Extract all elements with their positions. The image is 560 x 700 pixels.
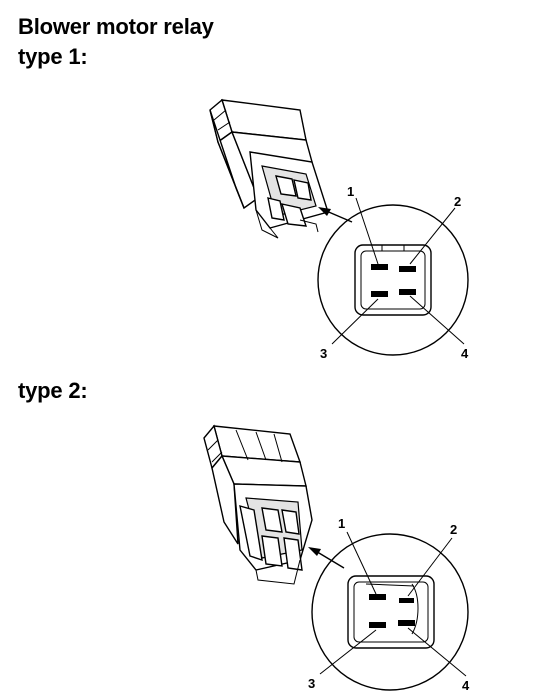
diagram-title: Blower motor relay [18, 14, 214, 39]
type-2-relay-body [203, 424, 313, 585]
type-1-terminal-1 [371, 264, 388, 270]
type-2-pin-label-4: 4 [462, 678, 470, 693]
type-2-label: type 2: [18, 378, 88, 403]
type-2-leader-lines [319, 531, 467, 677]
type-1-pin-label-4: 4 [461, 346, 469, 361]
type-2-pin-label-1: 1 [338, 516, 345, 531]
type-1-terminal-3 [371, 291, 388, 297]
type-2-arrow [308, 547, 345, 569]
type-1-label: type 1: [18, 44, 88, 69]
type-1-terminal-4 [399, 289, 416, 295]
type-2-terminal-3 [369, 622, 386, 628]
type-1-leader-lines [331, 197, 465, 345]
type-1-relay-figure: 1 2 3 4 [209, 98, 469, 361]
type-2-relay-figure: 1 2 3 4 [203, 424, 470, 693]
type-2-pin-label-3: 3 [308, 676, 315, 691]
type-2-pin-label-2: 2 [450, 522, 457, 537]
type-1-pin-label-1: 1 [347, 184, 354, 199]
type-1-pin-label-3: 3 [320, 346, 327, 361]
type-1-detail-circle [317, 204, 469, 356]
type-2-terminal-4 [398, 620, 415, 626]
type-1-terminal-2 [399, 266, 416, 272]
type-2-detail-circle [311, 533, 469, 691]
type-1-pin-label-2: 2 [454, 194, 461, 209]
type-2-terminal-2 [399, 598, 414, 603]
type-1-arrow [318, 207, 353, 223]
type-2-terminal-1 [369, 594, 386, 600]
type-1-relay-body [209, 98, 329, 239]
